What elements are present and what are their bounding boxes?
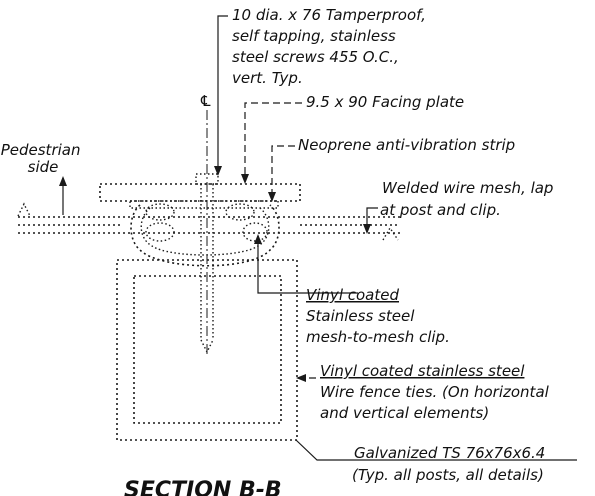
post-label: Galvanized TS 76x76x6.4 (Typ. all posts,… [352,444,550,484]
clip-leader [254,234,358,294]
clip-line-1: Vinyl coated [306,286,399,304]
ties-label: Vinyl coated stainless steel Wire fence … [320,362,554,422]
post-line-1: Galvanized TS 76x76x6.4 [354,444,545,462]
post-leader [295,439,577,461]
post-outer [116,259,298,441]
clip-line-2: Stainless steel [306,307,415,325]
section-title: SECTION B-B [124,478,282,496]
screws-label: 10 dia. x 76 Tamperproof, self tapping, … [232,6,431,87]
screws-leader [214,15,228,176]
post-inner [133,275,282,424]
screws-line-4: vert. Typ. [232,69,303,87]
ties-line-2: Wire fence ties. (On horizontal [320,383,550,401]
ties-line-3: and vertical elements) [320,404,489,422]
pedestrian-line-1: Pedestrian [1,141,81,159]
welded-wire-mesh [17,202,400,241]
facing-plate-label: 9.5 x 90 Facing plate [306,93,464,111]
clip-line-3: mesh-to-mesh clip. [306,328,450,346]
ties-line-1: Vinyl coated stainless steel [320,362,525,380]
centerline-symbol: ℄ [199,92,212,110]
pedestrian-label: Pedestrian side [1,141,86,176]
neoprene-leader [268,145,295,202]
screws-line-3: steel screws 455 O.C., [232,48,399,66]
mesh-to-mesh-clip [130,203,280,267]
facing-plate [99,183,301,202]
mesh-line-1: Welded wire mesh, lap [382,179,553,197]
screws-line-1: 10 dia. x 76 Tamperproof, [232,6,426,24]
mesh-label: Welded wire mesh, lap at post and clip. [380,179,558,219]
mesh-leader [363,207,378,234]
mesh-line-2: at post and clip. [380,201,501,219]
pedestrian-line-2: side [28,158,59,176]
neoprene-strip [129,200,279,209]
screws-line-2: self tapping, stainless [232,27,396,45]
facing-plate-leader [241,102,302,184]
pedestrian-arrow [59,176,67,215]
neoprene-label: Neoprene anti-vibration strip [298,136,515,154]
post-line-2: (Typ. all posts, all details) [352,466,544,484]
clip-label: Vinyl coated Stainless steel mesh-to-mes… [306,286,450,346]
ties-leader [296,374,317,382]
